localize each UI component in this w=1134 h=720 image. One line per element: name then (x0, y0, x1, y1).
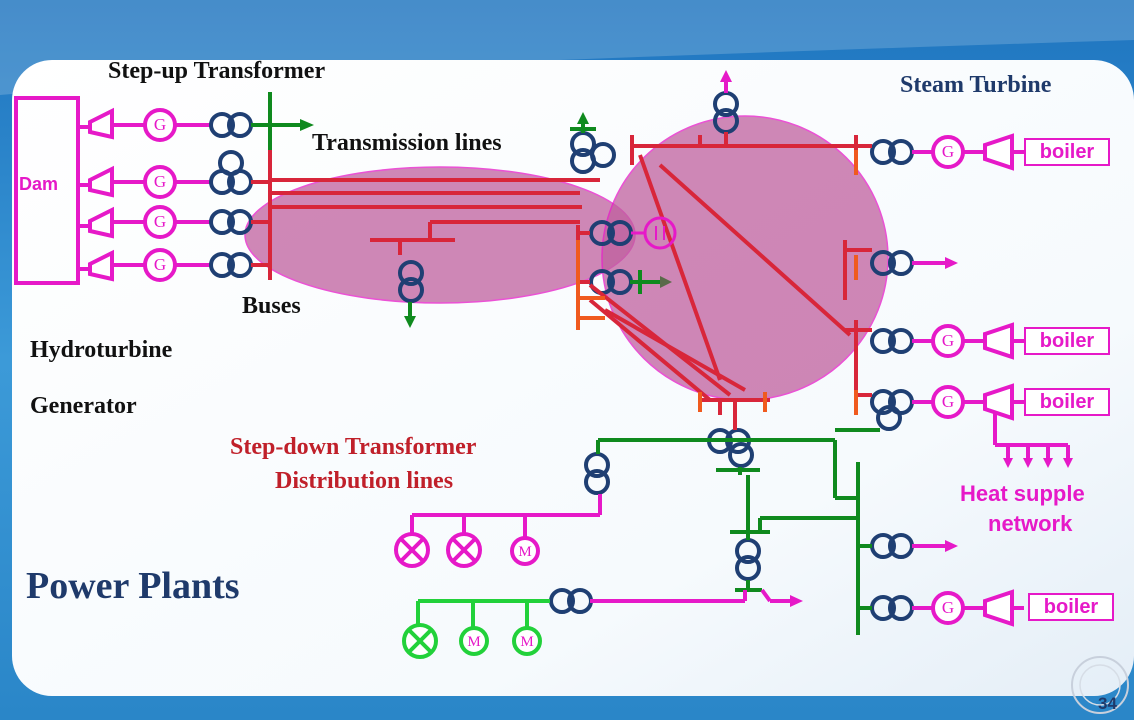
step-down-transformer-label: Step-down Transformer (230, 434, 477, 460)
heat-supply-label-line1: Heat supple (960, 481, 1085, 506)
step-up-transformer-label: Step-up Transformer (108, 58, 326, 84)
dam-label: Dam (19, 174, 59, 194)
motor-symbol: M (520, 634, 533, 650)
buses-label: Buses (242, 293, 301, 319)
hydroturbine-2 (88, 165, 114, 198)
green-loads (402, 599, 550, 659)
transmission-buses (251, 123, 872, 430)
motor-load (459, 626, 489, 656)
steam-generators (931, 133, 1014, 627)
hydroturbine-1 (88, 107, 114, 140)
slide-title: Power Plants (26, 565, 240, 607)
boiler-box: boiler (1028, 593, 1114, 621)
steam-generator-letters: G G G G (942, 142, 954, 617)
hydroturbine-3 (88, 206, 114, 239)
condenser-symbol (631, 216, 677, 250)
distribution-green (268, 92, 880, 635)
dam-box (14, 96, 80, 285)
arrowheads (300, 70, 1073, 607)
motor-load (512, 626, 542, 656)
hydroturbine-label: Hydroturbine (30, 337, 173, 363)
generator-symbol: G (154, 212, 166, 231)
generator-symbol: G (942, 392, 954, 411)
motor-letters: M M M (467, 544, 533, 650)
hydro-generator-letters: G G G G (154, 115, 166, 274)
boiler-box: boiler (1024, 327, 1110, 355)
generator-symbol: G (154, 172, 166, 191)
dam-hydro-group (14, 96, 210, 285)
motor-symbol: M (518, 544, 531, 560)
motor-symbol: M (467, 634, 480, 650)
generator-symbol: G (942, 598, 954, 617)
transmission-lines-label: Transmission lines (312, 130, 502, 156)
generator-symbol: G (942, 331, 954, 350)
generator-label: Generator (30, 393, 137, 419)
generator-symbol: G (154, 255, 166, 274)
boiler-box: boiler (1024, 138, 1110, 166)
orange-buses (576, 150, 858, 415)
heat-supply-label-line2: network (988, 511, 1073, 536)
generator-symbol: G (154, 115, 166, 134)
university-seal (1071, 656, 1129, 714)
distribution-lines-label: Distribution lines (275, 468, 454, 494)
page-number: 34 (1098, 694, 1117, 713)
generator-symbol: G (942, 142, 954, 161)
motor-load (510, 536, 540, 566)
hydroturbine-4 (88, 249, 114, 282)
steam-turbine-label: Steam Turbine (900, 72, 1052, 98)
boiler-box: boiler (1024, 388, 1110, 416)
pink-loads (394, 532, 540, 568)
